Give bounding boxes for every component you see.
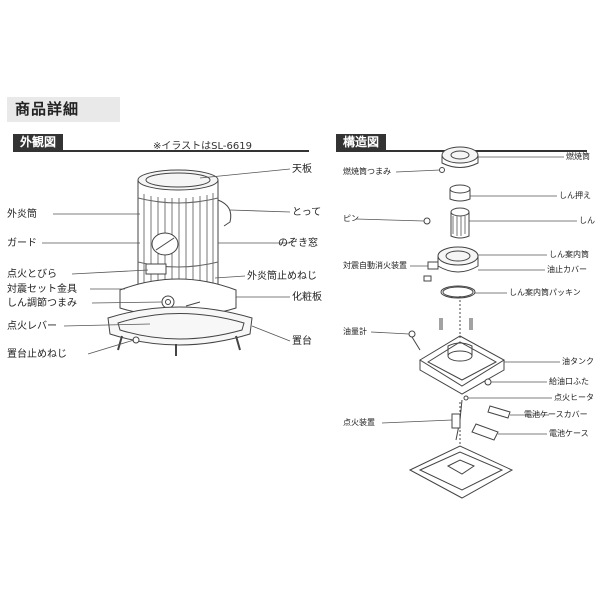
label-handle: とって xyxy=(292,207,322,218)
exterior-heater-drawing xyxy=(107,169,253,356)
label-burner-knob: 燃焼筒つまみ xyxy=(343,167,391,176)
exterior-heading: 外観図 xyxy=(13,134,64,151)
illustration-note: ※イラストはSL-6619 xyxy=(153,141,252,152)
label-oil-gauge: 油量計 xyxy=(343,327,367,336)
exterior-heading-rule xyxy=(13,150,309,152)
label-auto-extinguisher: 対震自動消火装置 xyxy=(343,261,407,270)
page-title: 商品詳細 xyxy=(7,97,120,122)
label-wick-knob: しん調節つまみ xyxy=(7,298,77,309)
label-oil-tank: 油タンク xyxy=(562,357,594,366)
structure-exploded-drawing xyxy=(408,146,514,499)
label-ignition-lever: 点火レバー xyxy=(7,321,57,332)
label-pin: ピン xyxy=(343,214,359,223)
label-decorative-plate: 化粧板 xyxy=(292,292,322,303)
exterior-leader-lines xyxy=(42,168,291,355)
label-burner: 燃焼筒 xyxy=(566,152,590,161)
label-sight-window: のぞき窓 xyxy=(278,238,318,249)
label-outer-screw: 外炎筒止めねじ xyxy=(247,271,317,282)
structure-heading: 構造図 xyxy=(336,134,387,151)
label-outer-cylinder: 外炎筒 xyxy=(7,209,37,220)
label-base: 置台 xyxy=(292,336,312,347)
label-seismic-bracket: 対震セット金具 xyxy=(7,284,77,295)
label-ignition-door: 点火とびら xyxy=(7,269,57,280)
label-battery-cover: 電池ケースカバー xyxy=(524,410,588,419)
label-base-screw: 置台止めねじ xyxy=(7,349,67,360)
label-wick-guide: しん案内筒 xyxy=(549,250,589,259)
structure-leader-lines xyxy=(355,156,577,435)
label-battery-case: 電池ケース xyxy=(549,429,589,438)
label-guard: ガード xyxy=(7,238,37,249)
label-ignition-device: 点火装置 xyxy=(343,418,375,427)
label-fill-cap: 給油口ふた xyxy=(549,377,589,386)
label-wick-holder: しん押え xyxy=(559,191,591,200)
label-packing: しん案内筒パッキン xyxy=(509,288,581,297)
label-top-plate: 天板 xyxy=(292,164,312,175)
label-wick: しん xyxy=(579,216,595,225)
label-heater: 点火ヒータ xyxy=(554,393,594,402)
label-oil-cover: 油止カバー xyxy=(547,265,587,274)
